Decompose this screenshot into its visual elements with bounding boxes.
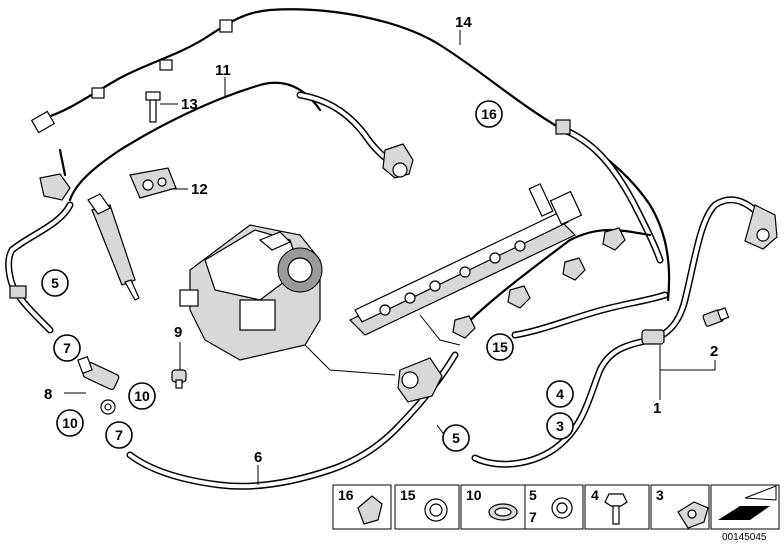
screw-9 (171, 369, 187, 389)
diagram-code: 00145045 (722, 532, 767, 543)
svg-text:4: 4 (556, 386, 564, 402)
leader-lines (64, 30, 716, 485)
svg-text:15: 15 (492, 339, 508, 355)
label-1: 1 (653, 400, 661, 417)
fitting-8 (77, 355, 120, 391)
svg-text:10: 10 (62, 415, 78, 431)
svg-text:5: 5 (51, 275, 59, 291)
label-11: 11 (215, 62, 231, 79)
bolt-13 (145, 91, 161, 123)
svg-text:16: 16 (481, 106, 497, 122)
seal-10-left (100, 399, 116, 415)
sensor-left (39, 148, 71, 201)
callout-5-left: 5 (41, 269, 69, 297)
connector-center (397, 357, 443, 403)
bracket-12 (129, 167, 177, 199)
hose-1 (641, 196, 778, 345)
pressure-sensor-2 (702, 307, 730, 327)
callout-15: 15 (486, 333, 514, 361)
callout-7-bottom: 7 (105, 421, 133, 449)
legend-label-16: 16 (338, 487, 354, 503)
callout-10-left: 10 (56, 409, 84, 437)
label-9: 9 (174, 324, 182, 341)
callout-7-top: 7 (53, 334, 81, 362)
label-12: 12 (191, 181, 208, 198)
label-6: 6 (254, 449, 262, 466)
fuel-rail (348, 183, 583, 346)
injector (87, 193, 140, 301)
hose-5-right (471, 336, 654, 468)
svg-text:7: 7 (63, 340, 71, 356)
svg-text:10: 10 (134, 388, 150, 404)
legend-icon-4 (604, 493, 628, 507)
callout-16: 16 (475, 100, 503, 128)
legend-label-5: 5 (529, 487, 537, 503)
label-2: 2 (710, 343, 718, 360)
legend-arrow-icon (718, 506, 770, 520)
svg-text:5: 5 (452, 430, 460, 446)
hose-5-left (5, 201, 74, 334)
legend-label-7: 7 (529, 509, 537, 525)
hose-11 (68, 81, 414, 202)
legend-icon-16 (357, 495, 383, 525)
callout-3: 3 (546, 412, 574, 440)
hose-6 (126, 351, 459, 490)
callout-4: 4 (546, 380, 574, 408)
label-13: 13 (181, 96, 198, 113)
callout-5-right: 5 (442, 424, 470, 452)
hose-15 (452, 227, 669, 339)
legend-label-4: 4 (591, 487, 599, 503)
hose-14 (30, 8, 671, 302)
callouts: 14 11 13 12 9 8 6 1 2 16 5 7 10 10 (41, 14, 718, 466)
legend-label-10: 10 (466, 487, 482, 503)
parts-legend: 16 15 10 5 7 4 3 (332, 484, 780, 530)
label-8: 8 (44, 386, 52, 403)
legend-label-3: 3 (656, 487, 664, 503)
legend-label-15: 15 (400, 487, 416, 503)
hp-pump (179, 224, 396, 376)
svg-text:3: 3 (556, 418, 564, 434)
label-14: 14 (455, 14, 472, 31)
callout-10-center: 10 (128, 382, 156, 410)
svg-text:7: 7 (115, 427, 123, 443)
